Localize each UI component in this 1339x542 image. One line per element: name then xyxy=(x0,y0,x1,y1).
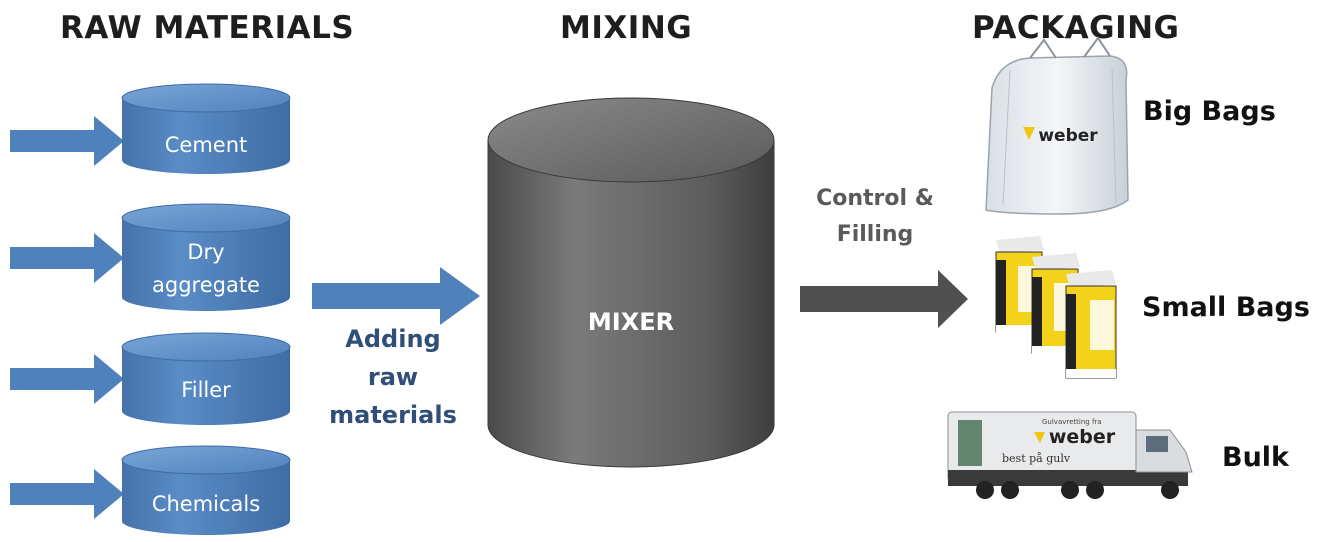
bulk-truck-image xyxy=(947,411,1193,499)
adding-line-3: materials xyxy=(329,401,457,429)
heading-mixing: MIXING xyxy=(560,10,693,46)
adding-raw-materials-label: Adding raw materials xyxy=(318,320,468,434)
small-bags-label: Small Bags xyxy=(1142,292,1310,323)
adding-line-2: raw xyxy=(367,363,419,391)
big-bags-label: Big Bags xyxy=(1143,96,1276,127)
bulk-truck-slogan: best på gulv xyxy=(1002,452,1071,465)
mixer-cylinder xyxy=(487,97,775,468)
big-bag-brand: weber xyxy=(1038,126,1098,146)
cylinder-filler xyxy=(121,332,291,425)
heading-packaging: PACKAGING xyxy=(972,10,1180,46)
bulk-label: Bulk xyxy=(1222,442,1290,473)
heading-raw-materials: RAW MATERIALS xyxy=(60,10,355,46)
bulk-truck-brand: weber xyxy=(1049,426,1116,448)
arrow-to-packaging xyxy=(800,270,968,328)
control-line-1: Control & xyxy=(816,186,934,211)
big-bag-image xyxy=(985,36,1129,215)
cylinder-chemicals xyxy=(121,445,291,535)
raw-label-chemicals: Chemicals xyxy=(152,492,260,516)
raw-label-aggregate: aggregate xyxy=(152,273,260,297)
input-arrow-cement xyxy=(10,116,124,166)
raw-label-dry: Dry xyxy=(187,240,224,264)
raw-label-cement: Cement xyxy=(165,133,248,157)
bulk-truck-small-text: Gulvavretting fra xyxy=(1042,418,1102,426)
mixer-label: MIXER xyxy=(588,308,674,336)
control-line-2: Filling xyxy=(836,222,914,247)
control-filling-label: Control & Filling xyxy=(790,181,960,253)
cylinder-cement xyxy=(121,83,291,174)
input-arrow-filler xyxy=(10,354,124,404)
raw-label-filler: Filler xyxy=(181,378,231,402)
arrow-to-mixer xyxy=(312,267,480,325)
input-arrow-dry-aggregate xyxy=(10,233,124,283)
input-arrow-chemicals xyxy=(10,469,124,519)
adding-line-1: Adding xyxy=(345,325,441,353)
small-bags-image xyxy=(995,236,1117,379)
cylinder-dry-aggregate xyxy=(121,203,291,311)
